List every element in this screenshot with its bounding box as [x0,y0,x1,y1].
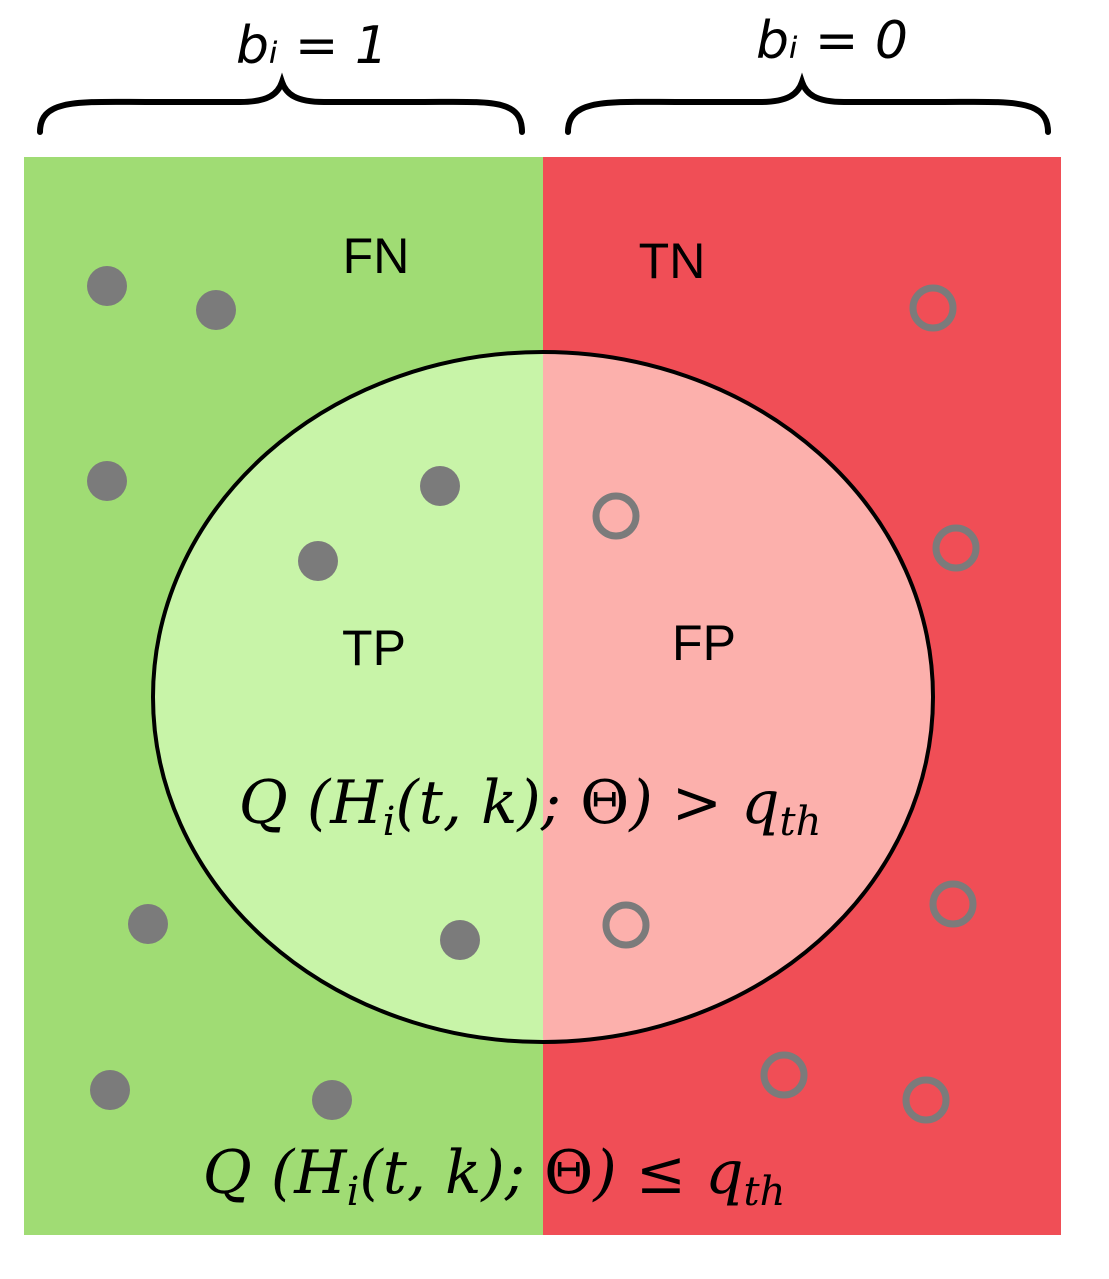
tp-label: TP [342,620,406,676]
hollow-point [760,1051,808,1099]
fp-label: FP [672,615,736,671]
header-left: bᵢ = 1 [236,16,388,76]
hollow-point [909,284,957,332]
filled-point [420,466,460,506]
hollow-point [902,1076,950,1124]
brace-right [565,72,1051,135]
hollow-point [932,524,980,572]
filled-point [128,904,168,944]
filled-point [298,541,338,581]
threshold-ellipse [151,350,935,1044]
filled-point [196,290,236,330]
filled-point [87,461,127,501]
tn-label: TN [639,233,706,289]
header-right: bᵢ = 0 [756,11,908,71]
hollow-point [602,901,650,949]
formula-outside: Q (Hi(t, k); Θ) ≤ qth [203,1138,786,1215]
filled-point [312,1080,352,1120]
brace-left [37,72,525,135]
filled-point [87,266,127,306]
filled-point [440,920,480,960]
hollow-point [929,880,977,928]
fn-label: FN [343,228,410,284]
filled-point [90,1070,130,1110]
hollow-point [592,492,640,540]
formula-inside: Q (Hi(t, k); Θ) > qth [239,768,822,845]
